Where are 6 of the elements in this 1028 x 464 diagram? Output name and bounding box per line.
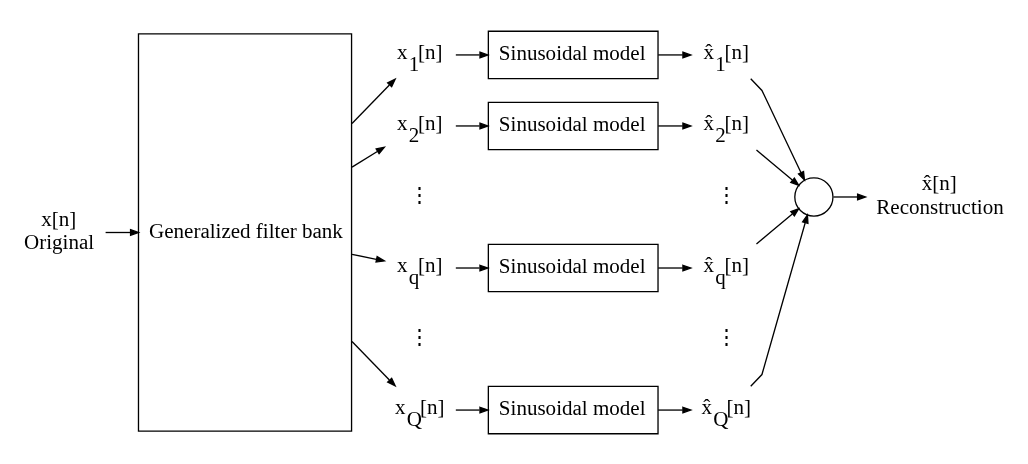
node-text: x̂[n] Reconstruction — [876, 170, 1004, 219]
label: ⋮ — [715, 182, 737, 207]
label: ⋮ — [409, 182, 431, 207]
label: ⋮ — [715, 324, 737, 349]
node-text: x[n] Original — [24, 206, 95, 254]
label: ⋮ — [409, 324, 431, 349]
